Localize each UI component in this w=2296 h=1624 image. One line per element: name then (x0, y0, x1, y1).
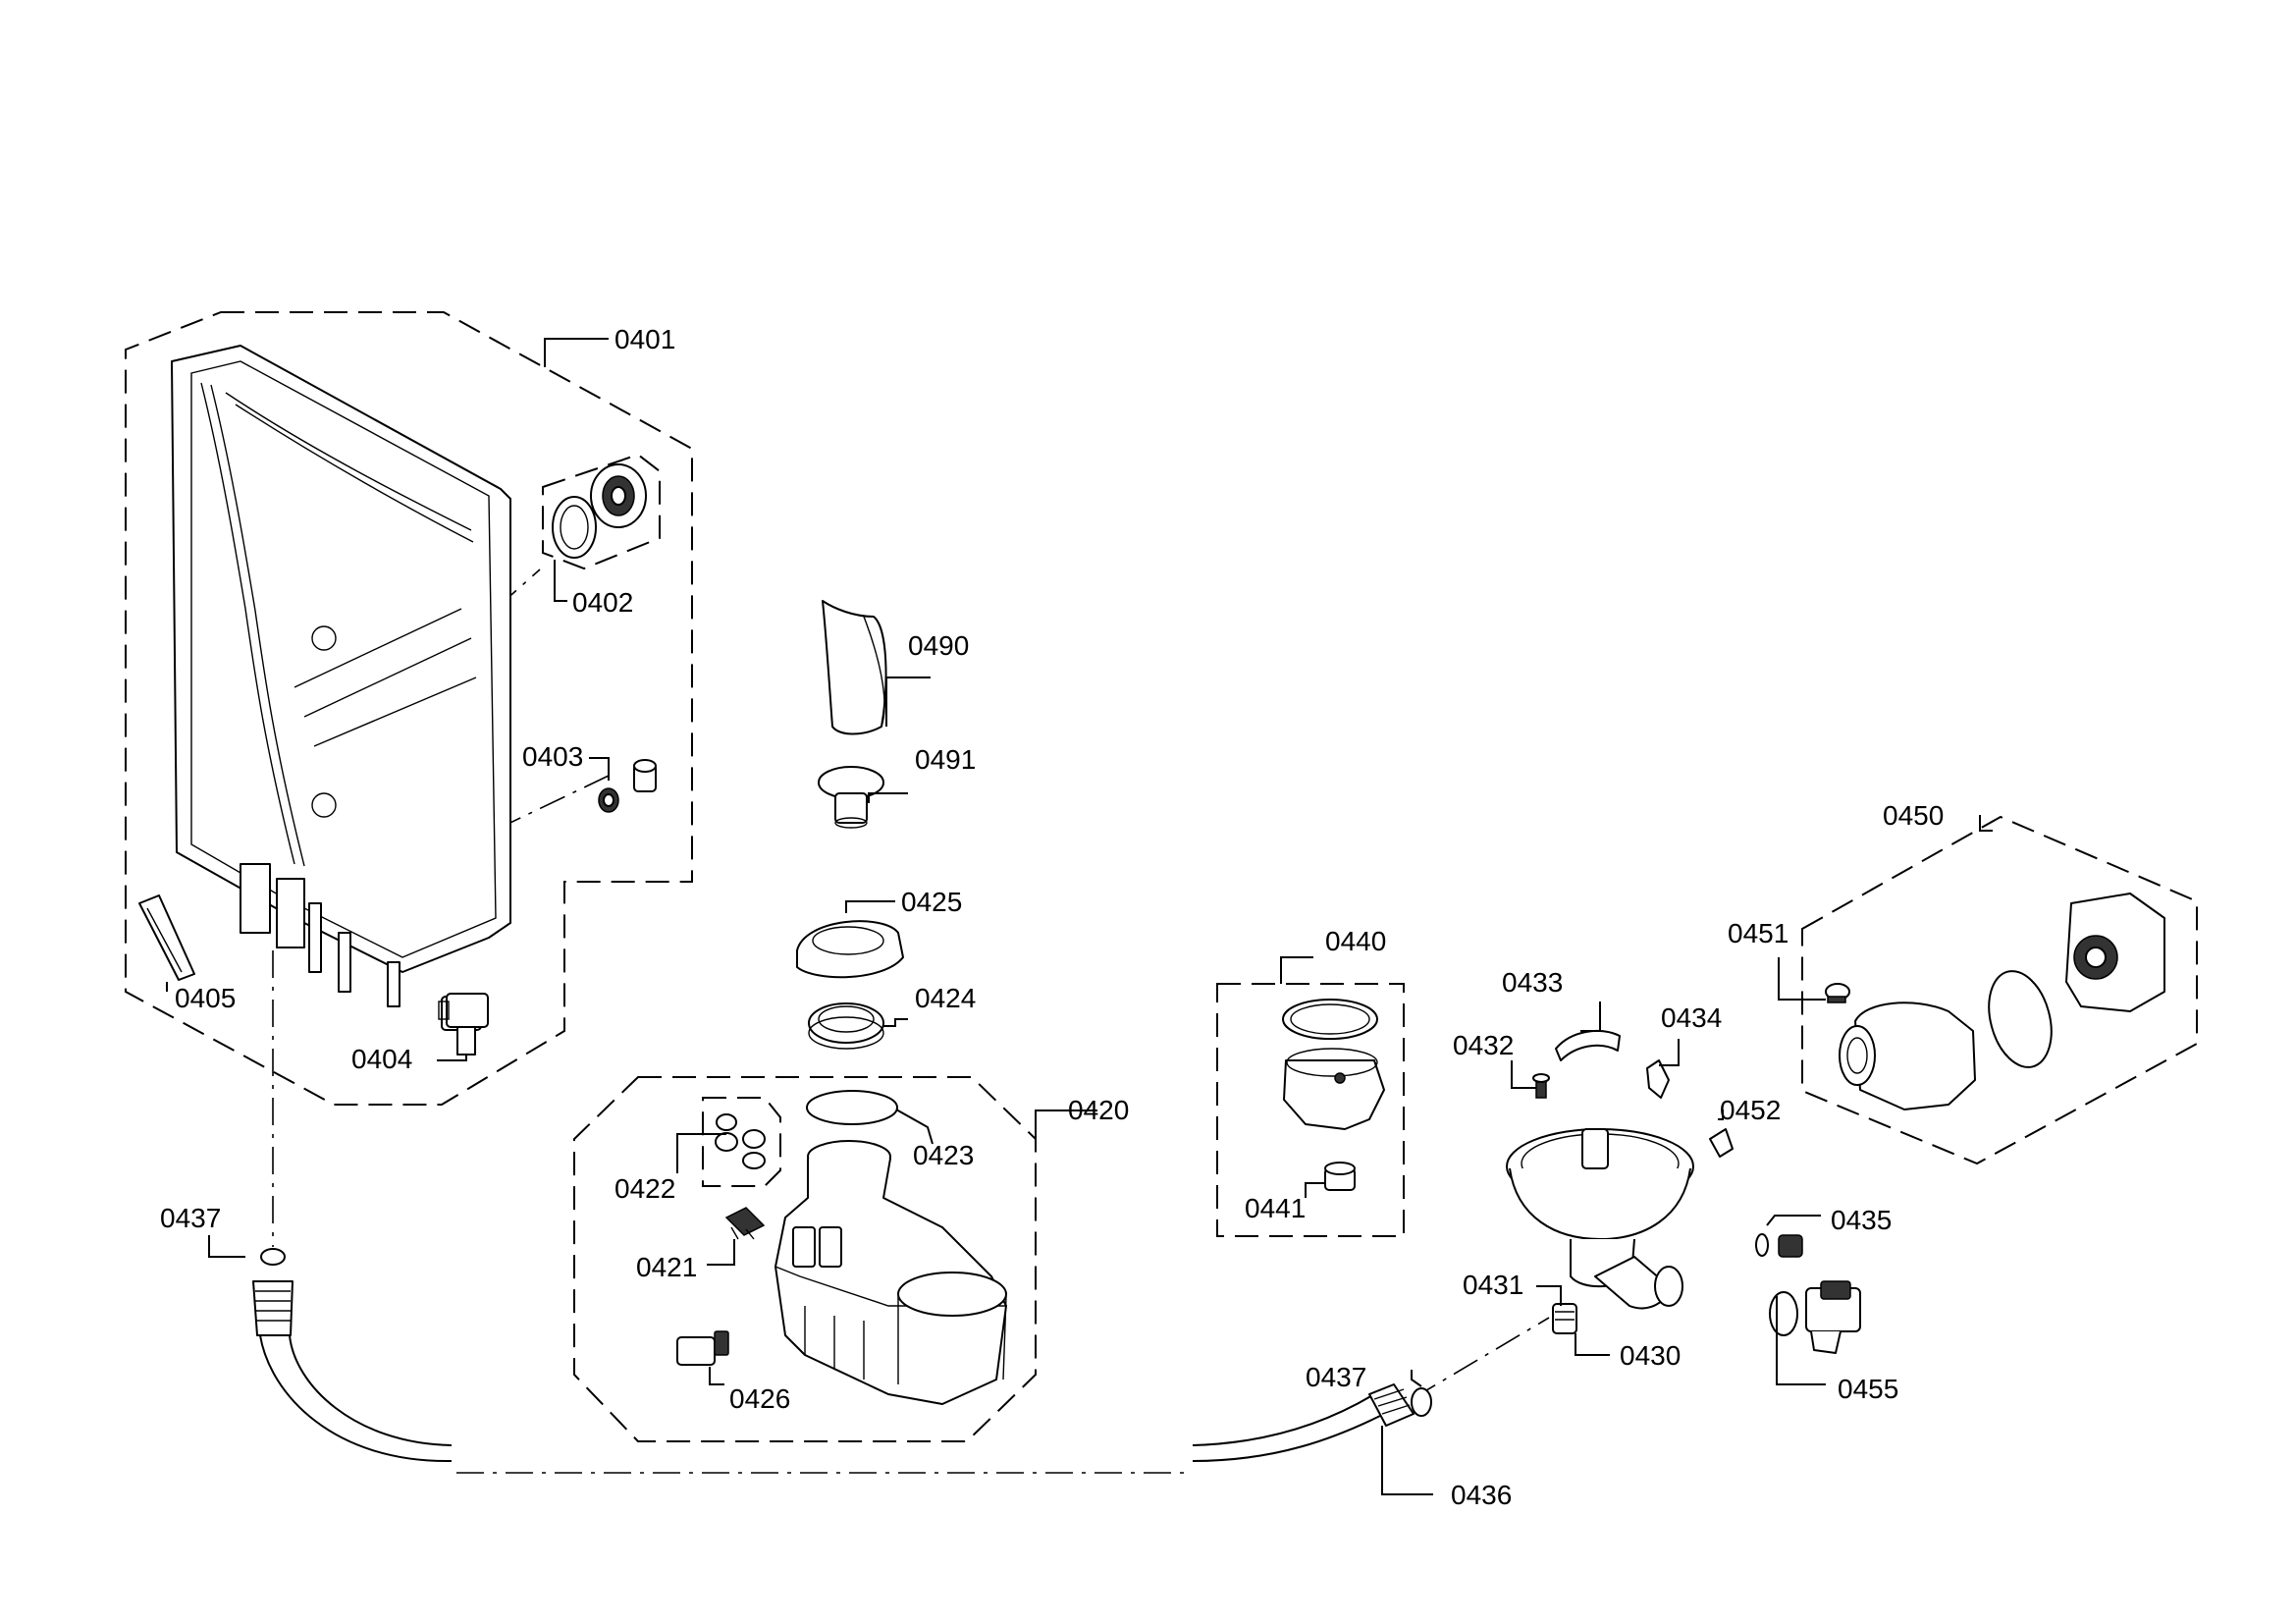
o-ring-0437-left-icon (260, 1248, 286, 1266)
label-0435: 0435 (1831, 1205, 1892, 1235)
label-0437-right: 0437 (1306, 1362, 1366, 1392)
label-0436: 0436 (1451, 1480, 1512, 1510)
label-0433: 0433 (1502, 967, 1563, 998)
clamp-0451-icon (1825, 983, 1850, 1003)
label-0401: 0401 (614, 324, 675, 354)
label-0423: 0423 (913, 1140, 974, 1170)
connection-line-panel-fitting (495, 775, 610, 831)
label-0432: 0432 (1453, 1030, 1514, 1060)
group-0401-outline (125, 311, 693, 1106)
label-0490: 0490 (908, 630, 969, 661)
sump-0430-icon (1506, 1128, 1694, 1310)
label-0426: 0426 (729, 1383, 790, 1414)
valve-0435-icon (1755, 1233, 1803, 1258)
o-ring-0437-right-icon (1411, 1387, 1432, 1417)
sensor-0426-icon (676, 1330, 729, 1366)
label-0403: 0403 (522, 741, 583, 772)
label-0431: 0431 (1463, 1270, 1523, 1300)
sensor-0404-icon (438, 993, 489, 1056)
label-0437-left: 0437 (160, 1203, 221, 1233)
label-0422: 0422 (614, 1173, 675, 1204)
o-ring-0423-icon (806, 1090, 898, 1125)
fitting-0403-icon (598, 759, 657, 813)
filter-cover-0425-icon (796, 920, 904, 979)
group-0420-outline (573, 1076, 1037, 1442)
clip-0405-icon (138, 894, 195, 981)
nut-0424-icon (808, 1002, 884, 1050)
funnel-0490-icon (822, 600, 887, 735)
label-0405: 0405 (175, 983, 236, 1013)
label-0425: 0425 (901, 887, 962, 917)
sump-housing-icon (774, 1140, 1007, 1405)
label-0424: 0424 (915, 983, 976, 1013)
circulation-pump-icon (1839, 893, 2165, 1110)
connection-line-sump-hose (1411, 1317, 1550, 1400)
label-0450: 0450 (1883, 800, 1944, 831)
clip-0433-icon (1555, 1029, 1621, 1061)
seal-kit-0422-icon (715, 1113, 766, 1169)
pump-housing-0440-icon (1282, 999, 1385, 1130)
label-0402: 0402 (572, 587, 633, 618)
label-0404: 0404 (351, 1044, 412, 1074)
label-0491: 0491 (915, 744, 976, 775)
label-0434: 0434 (1661, 1002, 1722, 1033)
group-0402-outline (542, 453, 661, 570)
group-0440-outline (1216, 983, 1405, 1237)
label-0451: 0451 (1728, 918, 1789, 948)
clip-0434-icon (1646, 1059, 1670, 1099)
label-0441: 0441 (1245, 1193, 1306, 1223)
drain-hose-icon (252, 1248, 1432, 1463)
label-0430: 0430 (1620, 1340, 1681, 1371)
label-0452: 0452 (1720, 1095, 1781, 1125)
latch-0452-icon (1709, 1128, 1734, 1158)
label-0421: 0421 (636, 1252, 697, 1282)
drain-pump-0455-icon (1769, 1280, 1861, 1354)
screw-0432-icon (1532, 1073, 1550, 1099)
leader-lines (166, 338, 1993, 1495)
water-distribution-panel-icon (171, 345, 511, 1052)
seal-ring-0402-icon (552, 496, 597, 559)
clip-0421-icon (724, 1207, 766, 1240)
fitting-0431-icon (1552, 1303, 1577, 1334)
label-0420: 0420 (1068, 1095, 1129, 1125)
cap-0491-icon (818, 766, 884, 829)
impeller-0441-icon (1324, 1162, 1356, 1191)
label-0455: 0455 (1838, 1374, 1898, 1404)
cap-0402-icon (590, 463, 647, 528)
group-0422-outline (702, 1097, 781, 1187)
group-0450-outline (1801, 815, 2198, 1165)
label-0440: 0440 (1325, 926, 1386, 956)
